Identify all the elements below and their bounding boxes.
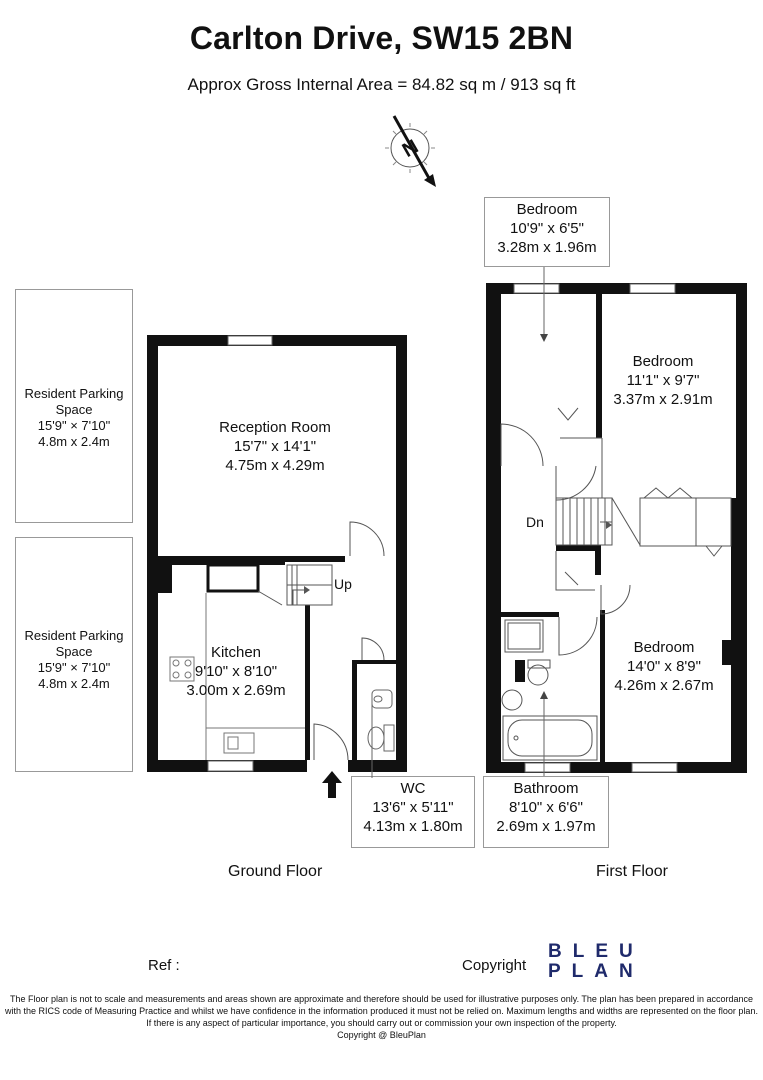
- room-metric: 4.75m x 4.29m: [225, 457, 325, 474]
- room-imperial: 10'9" x 6'5": [510, 220, 584, 237]
- parking-imperial: 15'9" × 7'10": [37, 660, 111, 675]
- room-name: WC: [400, 780, 426, 797]
- room-bedroom-top-right: Bedroom 11'1" x 9'7" 3.37m x 2.91m: [600, 352, 726, 409]
- compass-icon: N: [385, 115, 436, 187]
- room-imperial: 15'7" x 14'1": [233, 438, 317, 455]
- ground-floor-plan: [147, 335, 407, 798]
- parking-metric: 4.8m x 2.4m: [38, 676, 110, 691]
- ground-floor-label: Ground Floor: [228, 863, 323, 880]
- parking-label-1: Resident Parking: [24, 386, 124, 401]
- stairs-down-label: Dn: [526, 514, 544, 530]
- stairs-up-label: Up: [334, 576, 352, 592]
- room-wc: WC 13'6" x 5'11" 4.13m x 1.80m: [351, 776, 475, 848]
- parking-space-1: Resident Parking Space 15'9" × 7'10" 4.8…: [15, 289, 133, 523]
- logo-top: BLEU: [548, 941, 644, 962]
- room-metric: 2.69m x 1.97m: [496, 818, 596, 835]
- room-bedroom-bottom-right: Bedroom 14'0" x 8'9" 4.26m x 2.67m: [602, 638, 726, 695]
- room-metric: 3.28m x 1.96m: [497, 239, 597, 256]
- ref-label: Ref :: [148, 957, 180, 974]
- parking-label-2: Space: [55, 402, 93, 417]
- room-name: Kitchen: [210, 644, 262, 661]
- parking-space-2: Resident Parking Space 15'9" × 7'10" 4.8…: [15, 537, 133, 772]
- first-floor-plan: [486, 260, 747, 778]
- entrance-arrow-icon: [322, 771, 342, 798]
- parking-label-1: Resident Parking: [24, 628, 124, 643]
- copyright-label: Copyright: [462, 957, 527, 974]
- page-title: Carlton Drive, SW15 2BN: [189, 20, 574, 56]
- room-kitchen: Kitchen 9'10" x 8'10" 3.00m x 2.69m: [176, 643, 296, 700]
- parking-imperial: 15'9" × 7'10": [37, 418, 111, 433]
- bleuplan-logo: BLEU PLAN: [548, 942, 644, 982]
- room-imperial: 8'10" x 6'6": [509, 799, 583, 816]
- room-name: Reception Room: [219, 419, 331, 436]
- disclaimer-line-1: The Floor plan is not to scale and measu…: [9, 994, 754, 1004]
- disclaimer-line-3: If there is any aspect of particular imp…: [146, 1018, 617, 1028]
- room-metric: 3.37m x 2.91m: [613, 391, 713, 408]
- room-imperial: 9'10" x 8'10": [194, 663, 278, 680]
- room-imperial: 14'0" x 8'9": [627, 658, 701, 675]
- room-name: Bathroom: [513, 780, 579, 797]
- room-imperial: 11'1" x 9'7": [626, 372, 700, 389]
- room-imperial: 13'6" x 5'11": [372, 799, 454, 816]
- disclaimer: The Floor plan is not to scale and measu…: [0, 993, 763, 1041]
- room-metric: 4.13m x 1.80m: [363, 818, 463, 835]
- room-bathroom: Bathroom 8'10" x 6'6" 2.69m x 1.97m: [483, 776, 609, 848]
- wc-pointer: [371, 700, 373, 778]
- disclaimer-line-2: with the RICS code of Measuring Practice…: [5, 1006, 758, 1016]
- room-reception: Reception Room 15'7" x 14'1" 4.75m x 4.2…: [180, 418, 370, 475]
- disclaimer-line-4: Copyright @ BleuPlan: [337, 1030, 426, 1040]
- room-bedroom-small: Bedroom 10'9" x 6'5" 3.28m x 1.96m: [484, 197, 610, 267]
- room-metric: 4.26m x 2.67m: [614, 677, 714, 694]
- gross-area: Approx Gross Internal Area = 84.82 sq m …: [187, 75, 576, 94]
- room-name: Bedroom: [632, 353, 694, 370]
- parking-label-2: Space: [55, 644, 93, 659]
- logo-bottom: PLAN: [548, 961, 644, 982]
- room-name: Bedroom: [633, 639, 695, 656]
- parking-metric: 4.8m x 2.4m: [38, 434, 110, 449]
- room-metric: 3.00m x 2.69m: [186, 682, 286, 699]
- room-name: Bedroom: [516, 201, 578, 218]
- first-floor-label: First Floor: [596, 863, 668, 880]
